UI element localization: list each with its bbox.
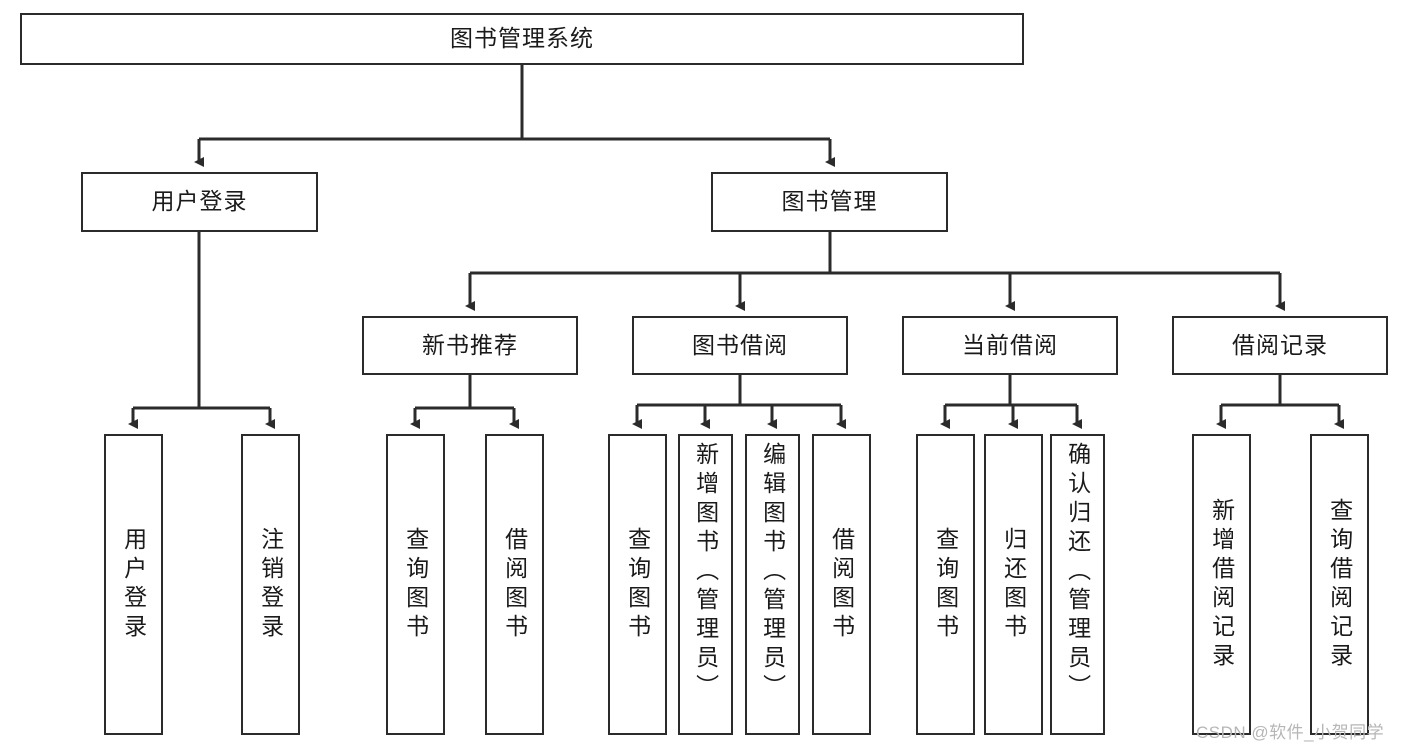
- node-label: 借阅图书: [501, 526, 528, 643]
- node-leaf-query-book-rec[interactable]: 查询图书: [386, 434, 445, 735]
- node-label: 注销登录: [257, 526, 284, 643]
- node-label: 当前借阅: [962, 331, 1058, 358]
- node-new-book-recommend[interactable]: 新书推荐: [362, 316, 578, 375]
- node-label: 新增借阅记录: [1208, 497, 1235, 672]
- node-label: 图书管理系统: [450, 25, 594, 52]
- node-label: 查询图书: [624, 526, 651, 643]
- node-label: 查询图书: [932, 526, 959, 643]
- node-leaf-borrow-book[interactable]: 借阅图书: [812, 434, 871, 735]
- node-leaf-query-book-current[interactable]: 查询图书: [916, 434, 975, 735]
- node-label: 图书借阅: [692, 331, 788, 358]
- node-label: 查询借阅记录: [1326, 497, 1353, 672]
- node-leaf-confirm-return-admin[interactable]: 确认归还（管理员）: [1050, 434, 1105, 735]
- node-label: 新书推荐: [422, 331, 518, 358]
- node-leaf-query-borrow-record[interactable]: 查询借阅记录: [1310, 434, 1369, 735]
- node-label: 借阅图书: [828, 526, 855, 643]
- node-label: 确认归还（管理员）: [1064, 442, 1091, 703]
- node-label: 用户登录: [120, 526, 147, 643]
- node-leaf-borrow-book-rec[interactable]: 借阅图书: [485, 434, 544, 735]
- node-label: 借阅记录: [1232, 331, 1328, 358]
- node-label: 用户登录: [151, 188, 248, 215]
- node-label: 编辑图书（管理员）: [759, 442, 786, 703]
- node-user-login[interactable]: 用户登录: [81, 172, 318, 232]
- node-leaf-query-book-borrow[interactable]: 查询图书: [608, 434, 667, 735]
- node-label: 归还图书: [1000, 526, 1027, 643]
- node-leaf-add-borrow-record[interactable]: 新增借阅记录: [1192, 434, 1251, 735]
- node-borrow-record[interactable]: 借阅记录: [1172, 316, 1388, 375]
- node-label: 查询图书: [402, 526, 429, 643]
- node-label: 新增图书（管理员）: [692, 442, 719, 703]
- node-leaf-add-book-admin[interactable]: 新增图书（管理员）: [678, 434, 733, 735]
- node-leaf-return-book[interactable]: 归还图书: [984, 434, 1043, 735]
- node-leaf-logout[interactable]: 注销登录: [241, 434, 300, 735]
- node-label: 图书管理: [781, 188, 878, 215]
- node-leaf-user-login[interactable]: 用户登录: [104, 434, 163, 735]
- node-book-management-system[interactable]: 图书管理系统: [20, 13, 1024, 65]
- node-current-borrow[interactable]: 当前借阅: [902, 316, 1118, 375]
- node-book-borrow[interactable]: 图书借阅: [632, 316, 848, 375]
- csdn-watermark: CSDN @软件_小贺同学: [1196, 723, 1385, 742]
- node-leaf-edit-book-admin[interactable]: 编辑图书（管理员）: [745, 434, 800, 735]
- node-book-management[interactable]: 图书管理: [711, 172, 948, 232]
